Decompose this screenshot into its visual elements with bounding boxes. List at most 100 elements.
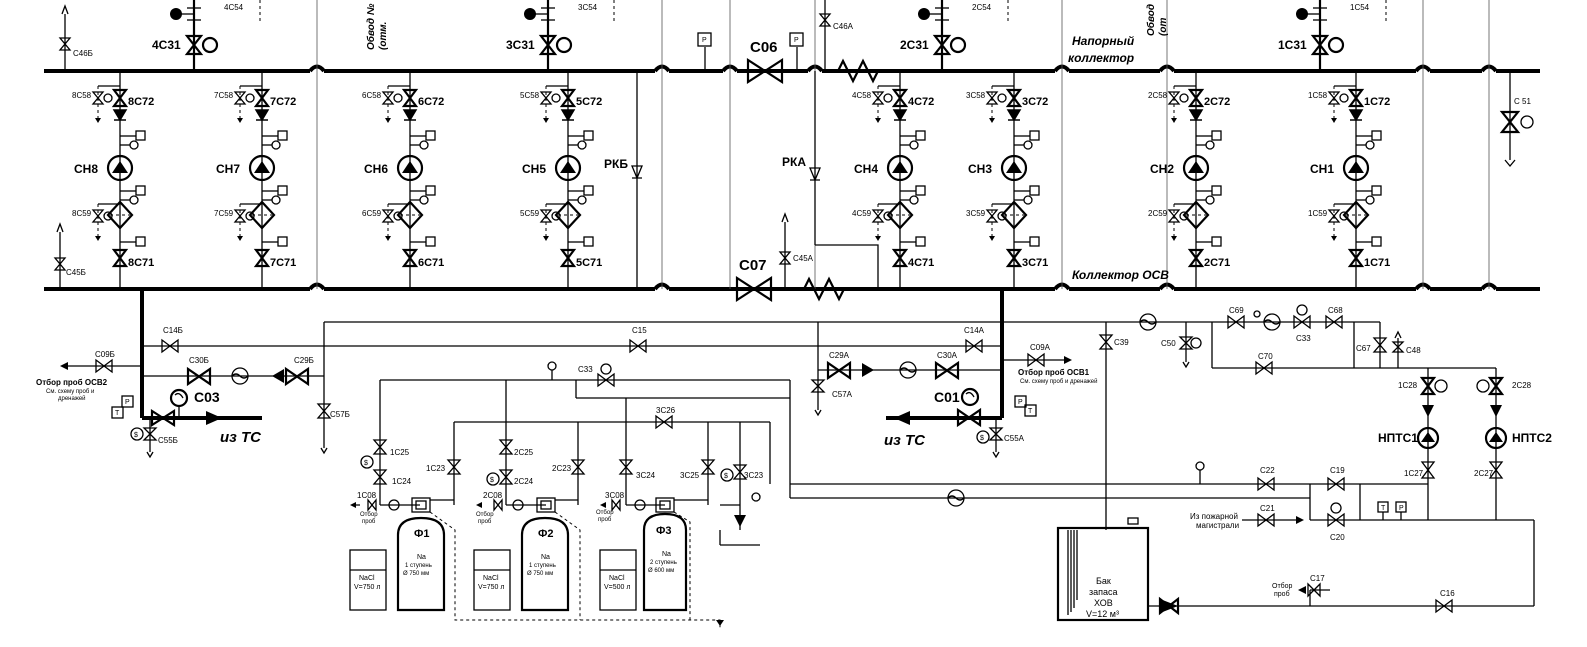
c22-label: С22 [1260, 466, 1275, 475]
valve-c55a[interactable]: $ С55А [976, 418, 1025, 459]
valve-c57a[interactable]: С57А [810, 370, 853, 417]
valve-1С72[interactable] [1347, 88, 1365, 108]
valve-c30a[interactable]: С30А [934, 351, 960, 381]
valve-7С72[interactable] [253, 88, 271, 108]
valve-c14a[interactable]: С14А [964, 326, 985, 354]
valve-3c26[interactable]: 3С26 [655, 406, 676, 430]
valve-c33-right[interactable]: С33 [1293, 304, 1311, 343]
pump-icon[interactable] [1182, 154, 1210, 182]
valve-5С71[interactable] [559, 248, 577, 268]
valve-2С71[interactable] [1187, 248, 1205, 268]
valve-4С72[interactable] [891, 88, 909, 108]
drain-valve-4С59[interactable] [871, 209, 885, 223]
drain-valve-7С58[interactable] [233, 91, 247, 105]
c07-label: С07 [739, 257, 767, 274]
valve-c67[interactable]: С67 [1356, 322, 1388, 368]
drain-valve-7С59[interactable] [233, 209, 247, 223]
valve-8С72[interactable] [111, 88, 129, 108]
valve-3С72[interactable] [1005, 88, 1023, 108]
valve-c16[interactable]: С16 [1435, 589, 1455, 614]
valve-c14b[interactable]: С14Б [161, 326, 183, 354]
drain-valve-5С59[interactable] [539, 209, 553, 223]
valve-6С72[interactable] [401, 88, 419, 108]
pump-icon[interactable] [106, 154, 134, 182]
drain-valve-6С58[interactable] [381, 91, 395, 105]
drain-valve-3С59[interactable] [985, 209, 999, 223]
valve-c70[interactable]: С70 [1255, 352, 1273, 376]
valve-c01[interactable]: С01 [934, 387, 982, 428]
valve-c29a[interactable]: С29А [826, 351, 874, 381]
pump-icon[interactable] [554, 154, 582, 182]
valve-1С71[interactable] [1347, 248, 1365, 268]
main-valve-c06[interactable]: С06 [746, 39, 784, 85]
drain-valve-8С59[interactable] [91, 209, 105, 223]
check-valve-rkb[interactable]: РКБ [604, 71, 643, 289]
strainer-icon [554, 200, 582, 230]
valve-c20[interactable]: С20 [1327, 502, 1345, 542]
valve-c39[interactable]: С39 [1098, 322, 1129, 530]
valve-c51[interactable]: С 51 [1499, 71, 1534, 168]
valve-c33[interactable]: С33 [578, 363, 615, 388]
valve-c45b[interactable]: С45Б [53, 222, 86, 289]
valve-c68[interactable]: С68 [1325, 306, 1343, 330]
valve-c22[interactable]: С22 [1257, 466, 1275, 492]
pump-icon[interactable] [886, 154, 914, 182]
flowmeter-left [231, 367, 249, 385]
valve-8С71[interactable] [111, 248, 129, 268]
svg-text:T: T [115, 410, 120, 417]
drain-valve-3С58[interactable] [985, 91, 999, 105]
gauge-icon [419, 195, 429, 205]
left-riser [140, 289, 1004, 425]
valve-4С71[interactable] [891, 248, 909, 268]
valve-c45a[interactable]: С45А [778, 212, 814, 289]
drain-valve-1С58[interactable] [1327, 91, 1341, 105]
valve-c55b[interactable]: $ С55Б [130, 418, 178, 459]
valve-c46b[interactable]: С46Б [58, 4, 93, 71]
valve-label: 4С71 [908, 257, 934, 269]
pump-icon[interactable] [1342, 154, 1370, 182]
drain-valve-2С59[interactable] [1167, 209, 1181, 223]
check-valve-rka[interactable]: РКА [782, 71, 879, 289]
pump-icon[interactable] [248, 154, 276, 182]
pump-icon[interactable] [1000, 154, 1028, 182]
strainer-icon [1342, 200, 1370, 230]
drain-valve-5С58[interactable] [539, 91, 553, 105]
valve-c50[interactable]: С50 [1161, 322, 1202, 369]
drain-valve-2С58[interactable] [1167, 91, 1181, 105]
valve-c46a[interactable]: С46А [818, 0, 854, 71]
pump-nptc1[interactable]: 1С28 НПТС1 1С27 [1378, 376, 1448, 479]
valve-5С72[interactable] [559, 88, 577, 108]
pump-icon[interactable] [396, 154, 424, 182]
pump-nptc2[interactable]: 2С28 НПТС2 2С27 [1474, 376, 1552, 479]
c17-label: С17 [1310, 574, 1325, 583]
valve-c09a[interactable]: С09А [1027, 343, 1051, 368]
valve-c19[interactable]: С19 [1327, 466, 1345, 492]
valve-c30b[interactable]: С30Б [186, 356, 212, 387]
valve-c17[interactable]: С17 Отбор проб [1272, 574, 1325, 598]
valve-3С71[interactable] [1005, 248, 1023, 268]
svg-text:P: P [1018, 399, 1023, 406]
valve-c15[interactable]: С15 [629, 326, 647, 354]
valve-c29b[interactable]: С29Б [272, 356, 314, 387]
valve-2С72[interactable] [1187, 88, 1205, 108]
drain-valve-8С58[interactable] [91, 91, 105, 105]
valve-7С71[interactable] [253, 248, 271, 268]
drain-valve-6С59[interactable] [381, 209, 395, 223]
valve-6С71[interactable] [401, 248, 419, 268]
drain-valve-1С59[interactable] [1327, 209, 1341, 223]
valve-c03[interactable]: С03 [150, 388, 220, 428]
drain-valve-4С58[interactable] [871, 91, 885, 105]
main-valve-c07[interactable]: С07 [735, 257, 773, 303]
valve-c57b[interactable]: С57Б [316, 378, 350, 455]
c68-label: С68 [1328, 306, 1343, 315]
pump-label: СН2 [1150, 162, 1174, 176]
valve-c48[interactable]: С48 [1391, 330, 1421, 368]
valve-c21[interactable]: С21 [1257, 504, 1275, 528]
valve-c69[interactable]: С69 [1227, 306, 1261, 330]
valve-c09b[interactable]: С09Б [95, 350, 115, 374]
